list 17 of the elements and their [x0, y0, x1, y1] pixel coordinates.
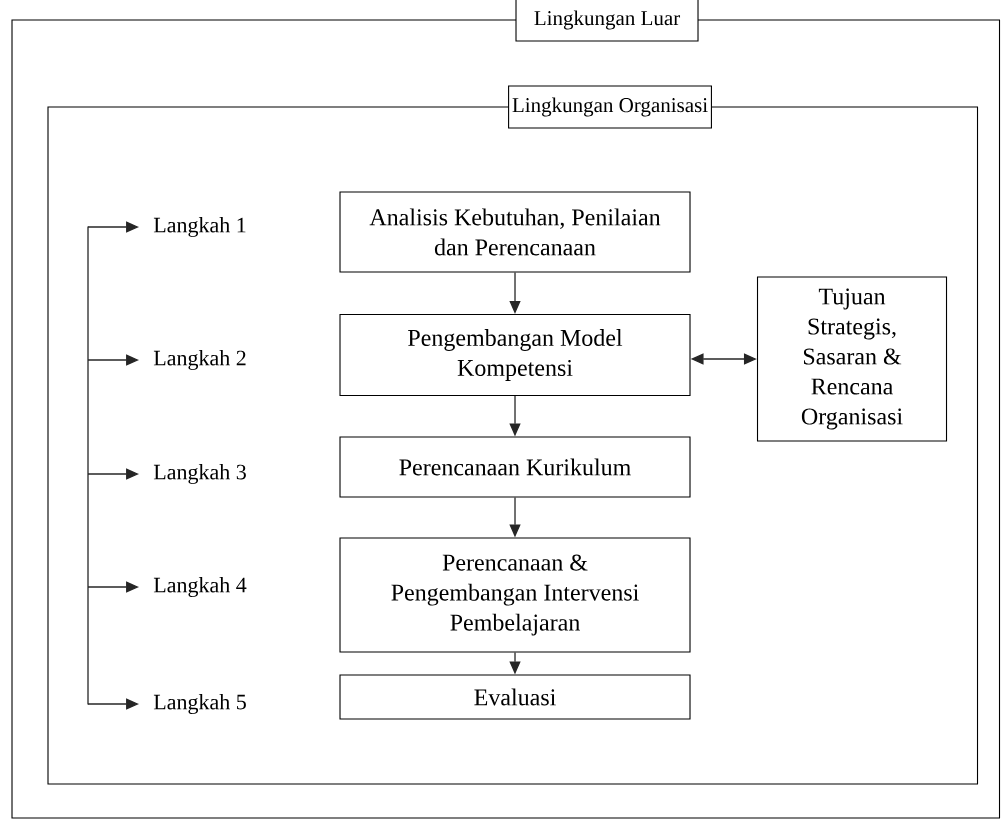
- step-label: Langkah 3: [153, 464, 246, 484]
- process-box: Pengembangan Model Kompetensi: [339, 313, 691, 397]
- step-label: Langkah 2: [153, 350, 246, 370]
- bracket-line: [87, 225, 89, 706]
- process-box: Tujuan Strategis, Sasaran & Rencana Organisasi: [756, 276, 948, 442]
- step-label: Langkah 5: [153, 694, 246, 714]
- process-box: Analisis Kebutuhan, Penilaian dan Perencanaan: [339, 191, 691, 273]
- step-label: Langkah 4: [153, 577, 247, 597]
- arrow: [87, 354, 139, 366]
- process-box: Evaluasi: [339, 674, 691, 720]
- arrow: [87, 221, 139, 233]
- arrow: [87, 698, 139, 710]
- step-label: Langkah 1: [153, 217, 246, 237]
- process-box: Perencanaan & Pengembangan Intervensi Pembelajaran: [339, 537, 691, 653]
- arrow: [87, 581, 139, 593]
- arrow: [87, 468, 139, 480]
- process-box: Perencanaan Kurikulum: [339, 436, 691, 498]
